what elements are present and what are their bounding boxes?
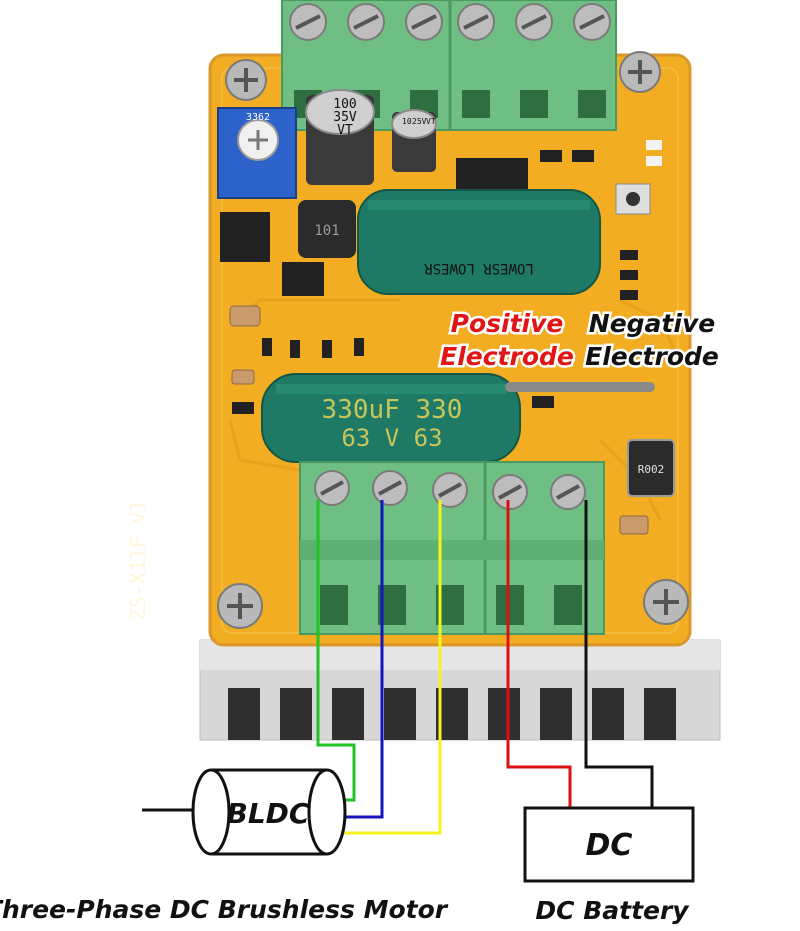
positive-annotation: Positive Electrode: [438, 307, 577, 374]
big-cap-line2: 63 V 63: [341, 424, 442, 452]
wires: [316, 500, 654, 835]
motor-caption: Three-Phase DC Brushless Motor: [0, 895, 449, 924]
screw-top-left-icon: [225, 59, 267, 101]
battery-caption: DC Battery: [535, 896, 690, 925]
cap1-line3: VT: [337, 123, 353, 138]
shunt-resistor: R002: [627, 439, 675, 497]
motor-label: BLDC: [227, 797, 310, 830]
cap1-line1: 100: [333, 97, 356, 112]
screw-bottom-right-icon: [643, 579, 689, 625]
potentiometer: 3362: [217, 107, 297, 199]
wire-positive: [506, 500, 572, 808]
negative-label-line2: Electrode: [585, 342, 719, 371]
negative-label-line1: Negative: [589, 309, 715, 338]
positive-label-line2: Electrode: [440, 342, 574, 371]
leds: [646, 140, 662, 166]
negative-annotation: Negative Electrode: [583, 307, 722, 374]
ic-chip: [220, 158, 528, 296]
inductor-label: 101: [314, 223, 339, 239]
top-terminal-block: [281, 0, 617, 131]
resistor-label: R002: [638, 463, 665, 476]
bldc-motor: BLDC: [142, 768, 347, 856]
silkscreen-model: ZS-X11F V1: [126, 500, 150, 620]
wire-phase-c: [330, 500, 442, 835]
push-button: [615, 183, 651, 215]
wire-phase-b: [330, 500, 384, 819]
dc-battery: DC: [523, 806, 695, 883]
screw-top-right-icon: [619, 51, 661, 93]
cap2-line3: VT: [426, 117, 436, 126]
capacitor-330uf: 330uF 330 63 V 63: [261, 373, 655, 463]
smd-components: [232, 150, 638, 414]
big-cap-line1: 330uF 330: [322, 395, 463, 425]
screw-bottom-left-icon: [217, 583, 263, 629]
inductor: 101: [298, 200, 356, 258]
capacitor-100uf: 100 35V VT: [305, 89, 375, 185]
cap1-line2: 35V: [333, 110, 357, 125]
positive-label-line1: Positive: [451, 309, 564, 338]
capacitor-lowesr: LOWESR LOWESR: [357, 189, 601, 295]
pot-label: 3362: [246, 112, 270, 123]
ceramic-caps: [229, 305, 649, 535]
bottom-terminal-block: [299, 461, 605, 635]
heatsink: [199, 639, 721, 741]
capacitor-10uf: 10 25V VT: [391, 109, 437, 172]
wire-negative: [584, 500, 654, 808]
mid-cap-label: LOWESR LOWESR: [424, 260, 534, 276]
cap2-line1: 10: [402, 117, 412, 126]
battery-label: DC: [586, 828, 633, 863]
cap2-line2: 25V: [412, 117, 427, 126]
